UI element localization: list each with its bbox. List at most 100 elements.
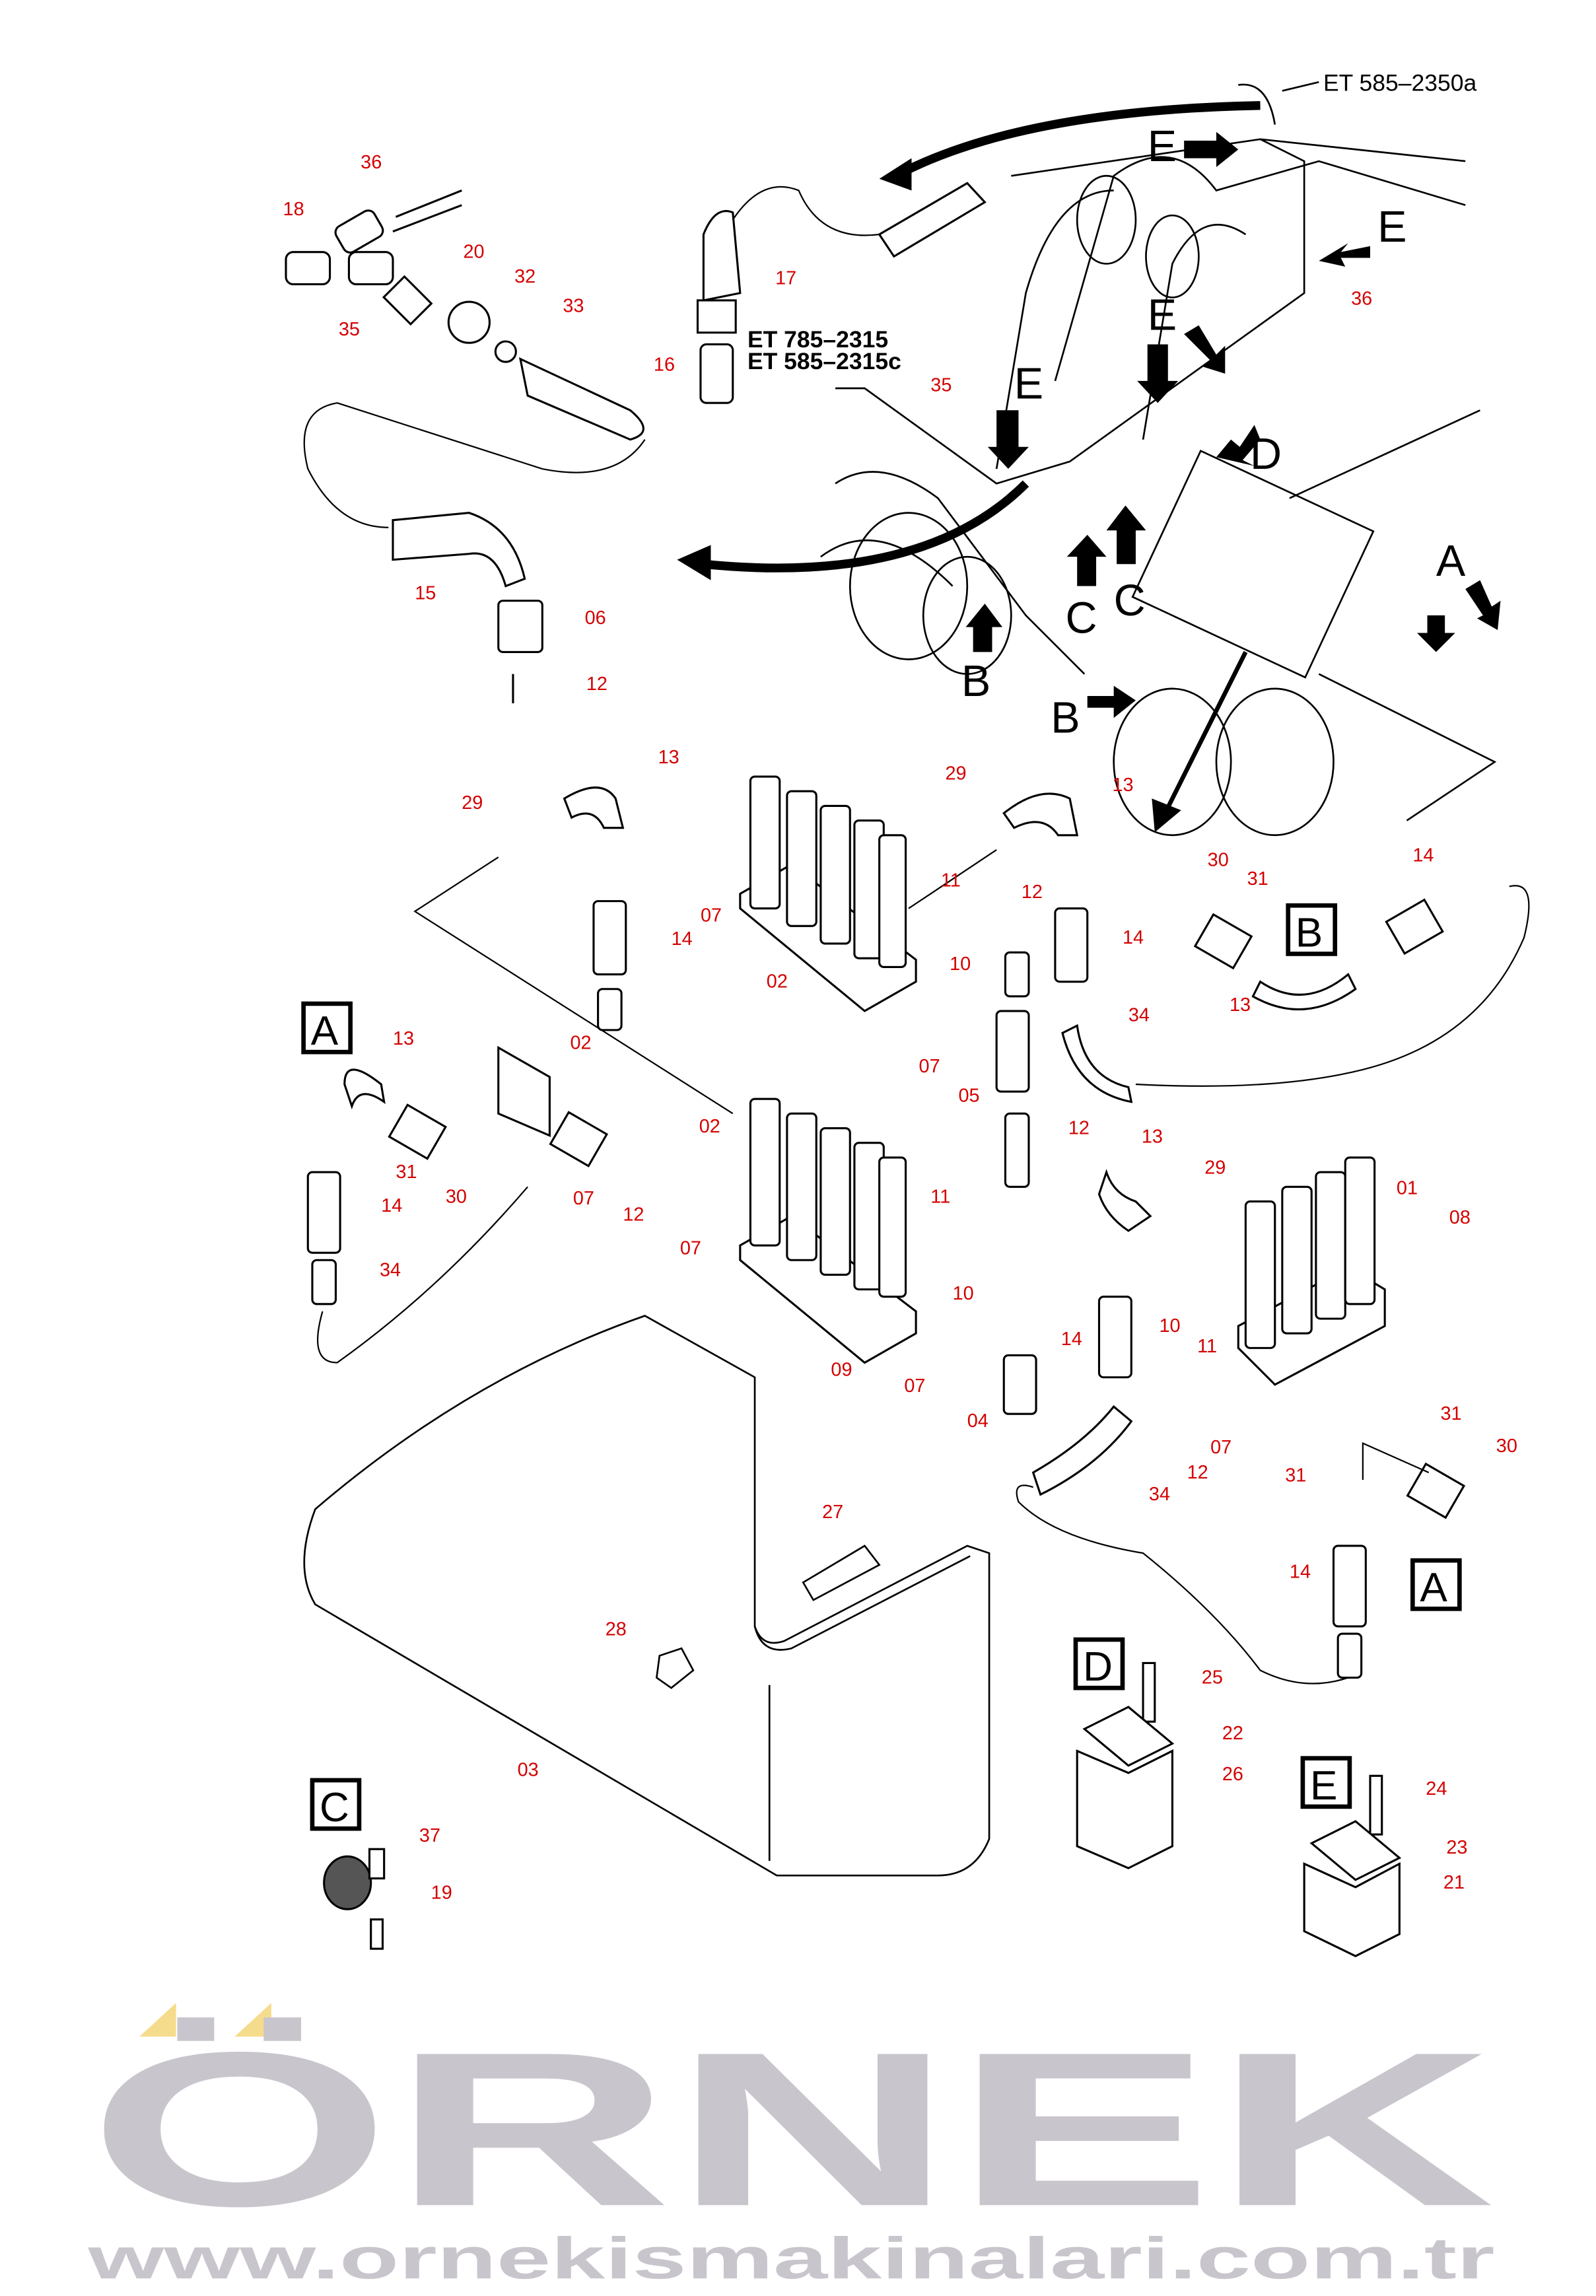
callout: 09 [831,1360,852,1381]
view-letter-b: B [1051,693,1080,742]
callout: 23 [1446,1837,1467,1858]
callout: 14 [1123,927,1144,948]
distributor-block-middle [739,1097,917,1364]
callout: 30 [1496,1436,1517,1457]
callout: 03 [518,1759,539,1780]
callout: 31 [1285,1465,1306,1486]
callout: 14 [1412,845,1434,866]
callout: 13 [393,1028,414,1049]
callout: 12 [623,1204,644,1225]
callout: 29 [462,792,483,814]
leader-ref [1238,81,1319,125]
view-letter-d: D [1250,430,1282,479]
callout: 13 [658,747,679,768]
callout: 14 [381,1195,402,1216]
callout: 28 [606,1618,627,1640]
callout: 30 [1208,849,1229,870]
view-letter-e: E [1014,360,1043,409]
watermark-accent [139,2003,176,2037]
callout: 08 [1449,1207,1471,1228]
distributor-block-upper [739,775,917,1012]
view-letter-e: E [1148,291,1177,339]
callout: 32 [514,266,536,287]
callout: 14 [1290,1562,1311,1583]
callout: 13 [1230,994,1251,1016]
view-letter-b: B [961,657,990,706]
watermark: ÖRNEK www.ornekismakinalari.com.tr [87,2003,1495,2291]
callout: 22 [1222,1723,1243,1744]
callout: 13 [1142,1127,1163,1148]
callout: 12 [1068,1117,1090,1138]
callout: 35 [339,319,360,340]
view-letter-e: E [1148,122,1177,171]
detail-box-e: E [1310,1763,1337,1809]
callout: 20 [463,242,484,263]
callout: 31 [396,1162,417,1183]
callout: 10 [953,1283,974,1304]
callout: 26 [1222,1764,1243,1785]
watermark-brand: ÖRNEK [88,2006,1494,2252]
view-letter-e: E [1377,203,1406,252]
callout: 29 [1204,1157,1226,1178]
callout: 12 [586,674,607,695]
callout: 31 [1440,1403,1461,1424]
callout: 14 [672,928,693,950]
lube-line-top [303,402,646,528]
callout: 17 [775,267,796,289]
callout: 11 [941,870,961,891]
callout: 10 [1159,1315,1180,1337]
callout: 07 [701,905,722,926]
callout: 07 [904,1375,925,1397]
callout: 10 [950,954,971,975]
fitting-assembly-top-left [285,182,987,704]
distributor-block-right [1237,1156,1386,1386]
callout: 34 [1128,1005,1150,1026]
callout: 05 [958,1086,979,1107]
detail-box-d: D [1083,1644,1113,1690]
callout: 12 [1022,882,1043,903]
view-letter-c: C [1114,576,1146,625]
connecting-lines [317,849,1530,1685]
callout: 21 [1443,1872,1465,1893]
part-callouts: 36 18 20 32 33 35 17 16 15 06 12 35 36 1… [283,152,1517,1904]
callout: 36 [361,152,382,173]
clamp-detail-e [1303,1774,1402,1957]
callout: 07 [919,1056,940,1077]
callout: 06 [585,608,606,629]
detail-box-a: A [311,1008,339,1054]
callout: 27 [822,1502,843,1523]
callout: 07 [680,1237,701,1259]
watermark-url: www.ornekismakinalari.com.tr [87,2225,1495,2291]
callout: 15 [415,583,436,604]
detail-box-c: C [320,1785,349,1830]
callout: 13 [1112,775,1133,796]
detail-box-b: B [1296,910,1323,956]
callout: 01 [1397,1177,1418,1199]
callout: 24 [1426,1778,1447,1799]
detail-boxes: A B A D C E [301,903,1462,1831]
lube-line-top-2 [732,186,880,236]
ref-code-2: ET 585–2315c [747,348,901,374]
callout: 34 [1149,1484,1170,1505]
callout: 02 [767,971,788,992]
callout: 33 [563,296,584,317]
callout: 31 [1247,868,1268,889]
callout: 02 [570,1033,591,1054]
watermark-accent [234,2003,271,2037]
callout: 37 [419,1825,440,1846]
view-letter-a: A [1436,537,1466,586]
view-letters: E E E E D C C B B A [961,122,1466,742]
callout: 25 [1202,1667,1223,1688]
fittings-middle [306,786,1466,1679]
callout: 34 [380,1260,401,1281]
callout: 07 [573,1188,594,1209]
machine-frame [820,138,1497,837]
guard-plate [303,1315,990,1877]
callout: 12 [1187,1462,1208,1483]
callout: 16 [654,354,675,375]
callout: 36 [1351,289,1372,310]
clamp-detail-d [1076,1661,1175,1869]
callout: 14 [1061,1329,1082,1350]
view-letter-c: C [1065,594,1097,643]
